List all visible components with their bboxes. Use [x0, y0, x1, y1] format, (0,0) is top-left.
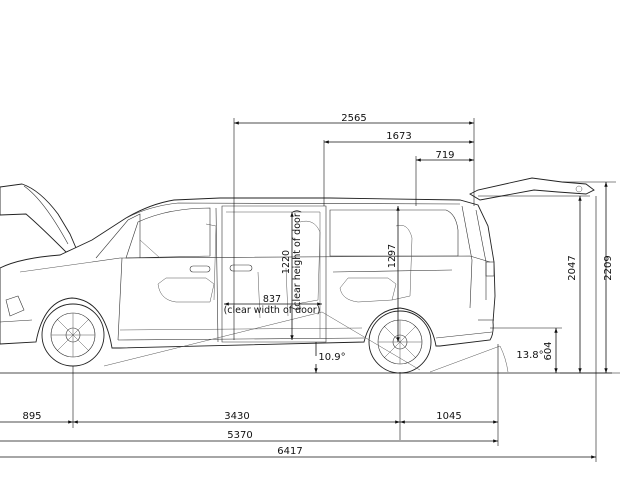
top-dimensions: 2565 1673 719 [233, 113, 475, 340]
height-1297-value: 1297 [387, 244, 398, 268]
departure-angle-value: 13.8° [516, 350, 543, 361]
wheelbase-value: 3430 [224, 411, 249, 422]
front-wheel [41, 303, 105, 367]
van-body [0, 197, 496, 349]
length-dimensions: 895 3430 1045 5370 6417 [0, 196, 597, 462]
front-door-window [125, 207, 211, 259]
clear-width-value: 837 [263, 294, 281, 305]
clear-height-value: 1220 [281, 250, 292, 274]
departure-angle-ray [429, 345, 501, 373]
open-hood [0, 183, 77, 253]
interior-seats [157, 220, 413, 319]
rear-overhang-top-value: 719 [435, 150, 454, 161]
clear-width-label: (clear width of door) [224, 305, 321, 316]
sliding-door-frame [221, 205, 327, 343]
vehicle-outline [0, 183, 496, 349]
height-dimensions: 2209 2047 604 13.8° [478, 181, 620, 374]
front-overhang-value: 895 [22, 411, 41, 422]
sliding-door-opening-value: 2565 [341, 113, 366, 124]
length-with-tailgate-value: 6417 [277, 446, 302, 457]
open-tailgate [469, 177, 595, 201]
ramp-angle-ray-rear [321, 311, 421, 371]
clear-height-label: (clear height of door) [292, 210, 303, 311]
tail-lamp [485, 261, 495, 277]
front-door-handle [189, 265, 211, 273]
overall-length-value: 5370 [227, 430, 252, 441]
rear-wheel [368, 310, 432, 374]
ramp-angle-value: 10.9° [318, 352, 345, 363]
front-door [117, 207, 219, 343]
height-2209-value: 2209 [603, 255, 614, 280]
height-604-value: 604 [543, 341, 554, 360]
rear-side-window [329, 209, 459, 257]
rear-overhang-value: 1045 [436, 411, 461, 422]
sliding-door-handle [229, 264, 253, 272]
door-opening-dimensions: 1220 (clear height of door) 837 (clear w… [224, 206, 400, 373]
ramp-angle-ray-front [103, 311, 323, 367]
height-2047-value: 2047 [567, 255, 578, 280]
seat-to-rear-value: 1673 [386, 131, 411, 142]
